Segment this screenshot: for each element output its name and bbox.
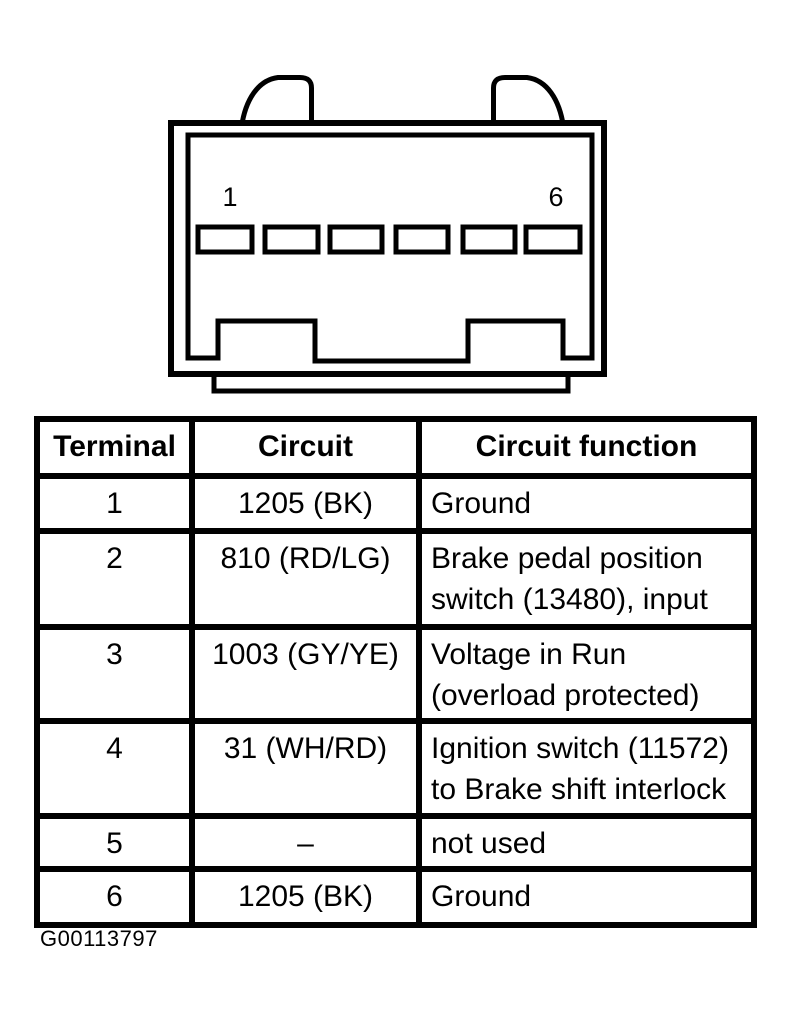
function-cell: Ground [416,473,757,534]
circuit-cell: – [189,813,422,872]
pin-6-label: 6 [548,182,563,212]
function-cell: not used [416,813,757,872]
header-terminal: Terminal [34,416,195,479]
connector-inner-cavity [185,132,595,364]
pin-slot-4 [393,224,451,255]
function-cell: Voltage in Run (overload protected) [416,624,757,724]
terminal-cell: 1 [34,473,195,534]
terminal-cell: 2 [34,528,195,630]
pin-slot-1 [195,224,255,255]
terminal-cell: 6 [34,866,195,928]
terminal-cell: 3 [34,624,195,724]
header-circuit: Circuit [189,416,422,479]
figure-id-label: G00113797 [40,926,158,951]
pin-slot-6 [523,224,583,255]
pin-slot-5 [460,224,518,255]
circuit-cell: 31 (WH/RD) [189,718,422,819]
pinout-header-row: Terminal Circuit Circuit function [34,416,757,479]
connector-latch-tab-right [491,75,567,130]
connector-diagram: 1 6 [168,75,607,394]
circuit-cell: 1003 (GY/YE) [189,624,422,724]
pinout-row: 5–not used [34,813,757,872]
function-cell: Ground [416,866,757,928]
function-cell: Brake pedal position switch (13480), inp… [416,528,757,630]
terminal-cell: 4 [34,718,195,819]
circuit-cell: 810 (RD/LG) [189,528,422,630]
function-cell: Ignition switch (11572) to Brake shift i… [416,718,757,819]
header-circuit-function: Circuit function [416,416,757,479]
pin-slot-3 [327,224,385,255]
pin-1-label: 1 [222,182,237,212]
pin-slot-2 [262,224,321,255]
connector-latch-tab-left [238,75,314,130]
circuit-cell: 1205 (BK) [189,473,422,534]
terminal-cell: 5 [34,813,195,872]
circuit-cell: 1205 (BK) [189,866,422,928]
